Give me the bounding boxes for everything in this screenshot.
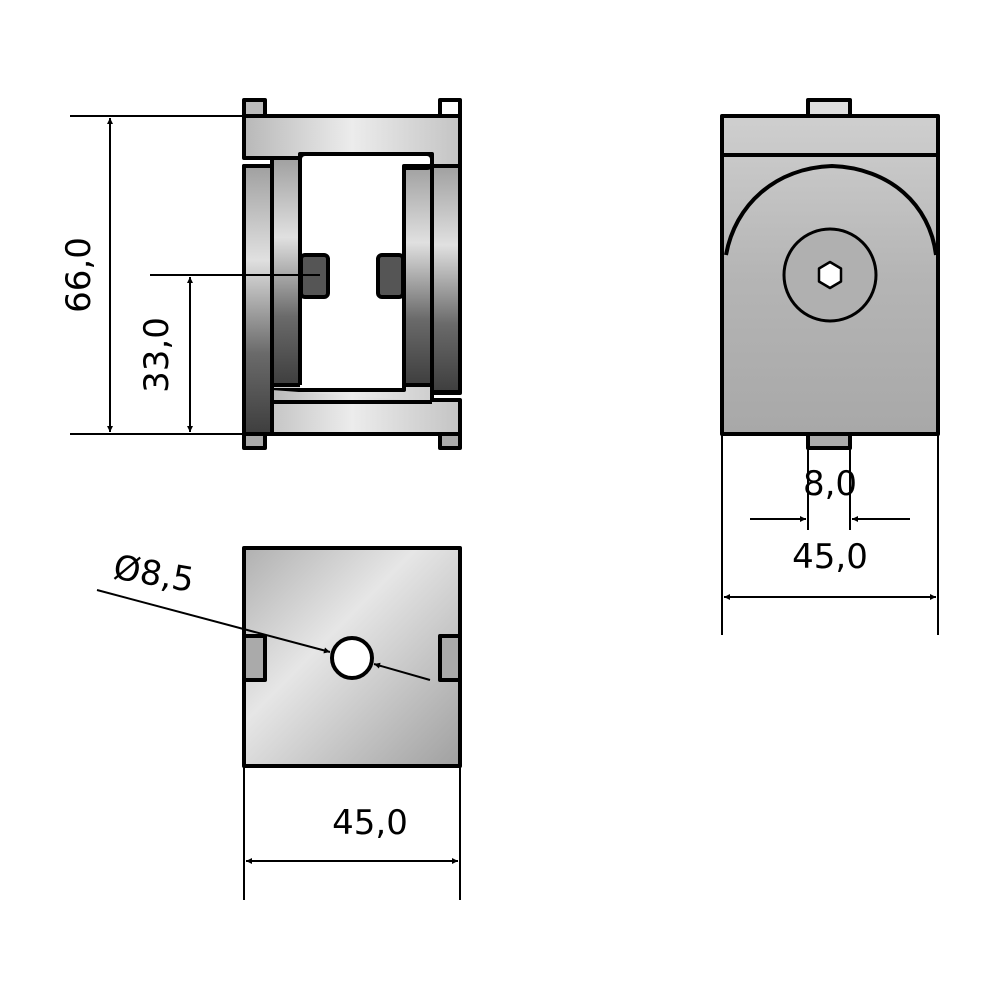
- height-dimension: [70, 115, 320, 435]
- tab-top-left: [242, 98, 267, 118]
- hole-dimension: [96, 589, 461, 900]
- hole-diameter-label: Ø8,5: [110, 547, 197, 600]
- side-view: [720, 98, 940, 450]
- side-plate-left: [242, 164, 274, 436]
- front-view: [242, 98, 462, 450]
- tab-bottom: [806, 432, 852, 450]
- set-screw-right: [376, 253, 405, 299]
- slot-width-label: 8,0: [803, 464, 857, 504]
- through-hole: [330, 636, 374, 680]
- tab-bottom-left: [242, 432, 267, 450]
- tab-top: [806, 98, 852, 118]
- inner-frame: [270, 156, 302, 387]
- height-label: 66,0: [59, 237, 99, 313]
- side-width-label: 45,0: [792, 537, 868, 577]
- inner-frame-right: [402, 164, 434, 387]
- side-dimensions: [721, 434, 939, 635]
- hex-socket-icon: [817, 260, 843, 290]
- slot-left: [242, 634, 267, 682]
- half-height-label: 33,0: [137, 317, 177, 393]
- bottom-width-label: 45,0: [332, 803, 408, 843]
- tab-bottom-right: [438, 432, 462, 450]
- tab-top-right: [438, 98, 462, 118]
- slot-right: [438, 634, 462, 682]
- side-plate-right: [430, 164, 462, 394]
- rounded-head: [724, 164, 938, 256]
- bottom-view: [242, 546, 462, 768]
